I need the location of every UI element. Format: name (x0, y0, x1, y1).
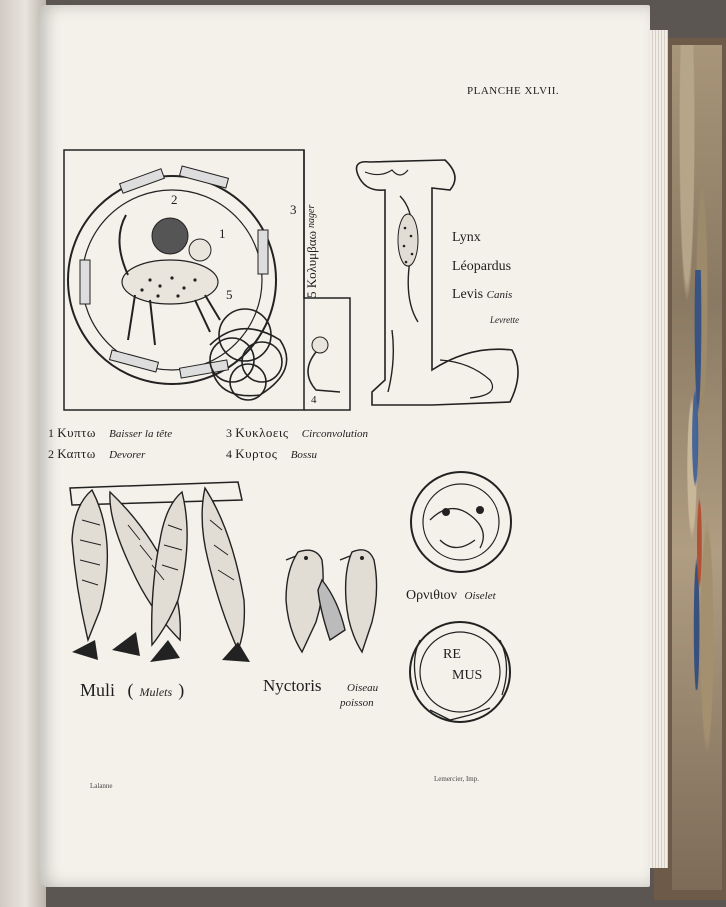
figure-number-2: 2 (171, 192, 178, 207)
plate-page (38, 5, 650, 887)
caption-4: 4 Κυρτος Bossu (226, 446, 317, 461)
figure-number-4: 4 (311, 394, 317, 406)
marbled-pattern (684, 270, 712, 690)
n-word-poisson: poisson (340, 697, 374, 709)
o-word-oiselet: Oiselet (464, 590, 496, 602)
caption-3: 3 Κυκλοεις Circonvolution (226, 425, 368, 440)
l-word-canis: Canis (486, 289, 513, 301)
figure-number-5: 5 (226, 287, 233, 302)
n-word-nyctoris: Nyctoris (263, 676, 322, 695)
l-word-levis: Levis (452, 287, 484, 302)
n-word-oiseau: Oiseau (347, 682, 379, 694)
figure-number-1: 1 (219, 226, 226, 241)
remus-line-2: MUS (452, 668, 483, 683)
caption-2: 2 Καπτω Devorer (48, 446, 146, 461)
m-word-muli: Muli (80, 680, 116, 700)
footer-printer: Lemercier, Imp. (434, 775, 480, 783)
remus-line-1: RE (443, 647, 461, 662)
l-word-levrette: Levrette (490, 315, 520, 325)
o-word-ornithion: Ορνιθιον (406, 588, 457, 603)
plate-title: PLANCHE XLVII. (467, 85, 560, 97)
o-word-line: Ορνιθιον Oiselet (406, 588, 496, 604)
m-word-line: Muli (Mulets) (80, 680, 185, 700)
figure-number-3: 3 (290, 202, 297, 217)
footer-artist: Lalanne (90, 782, 113, 790)
l-word-levis-line: Levis Canis (452, 287, 512, 303)
caption-1: 1 Κυπτω Baisser la tête (48, 425, 173, 440)
m-word-mulets: Mulets (139, 685, 173, 699)
l-word-leopardus: Léopardus (452, 259, 512, 274)
l-word-lynx: Lynx (452, 230, 481, 245)
